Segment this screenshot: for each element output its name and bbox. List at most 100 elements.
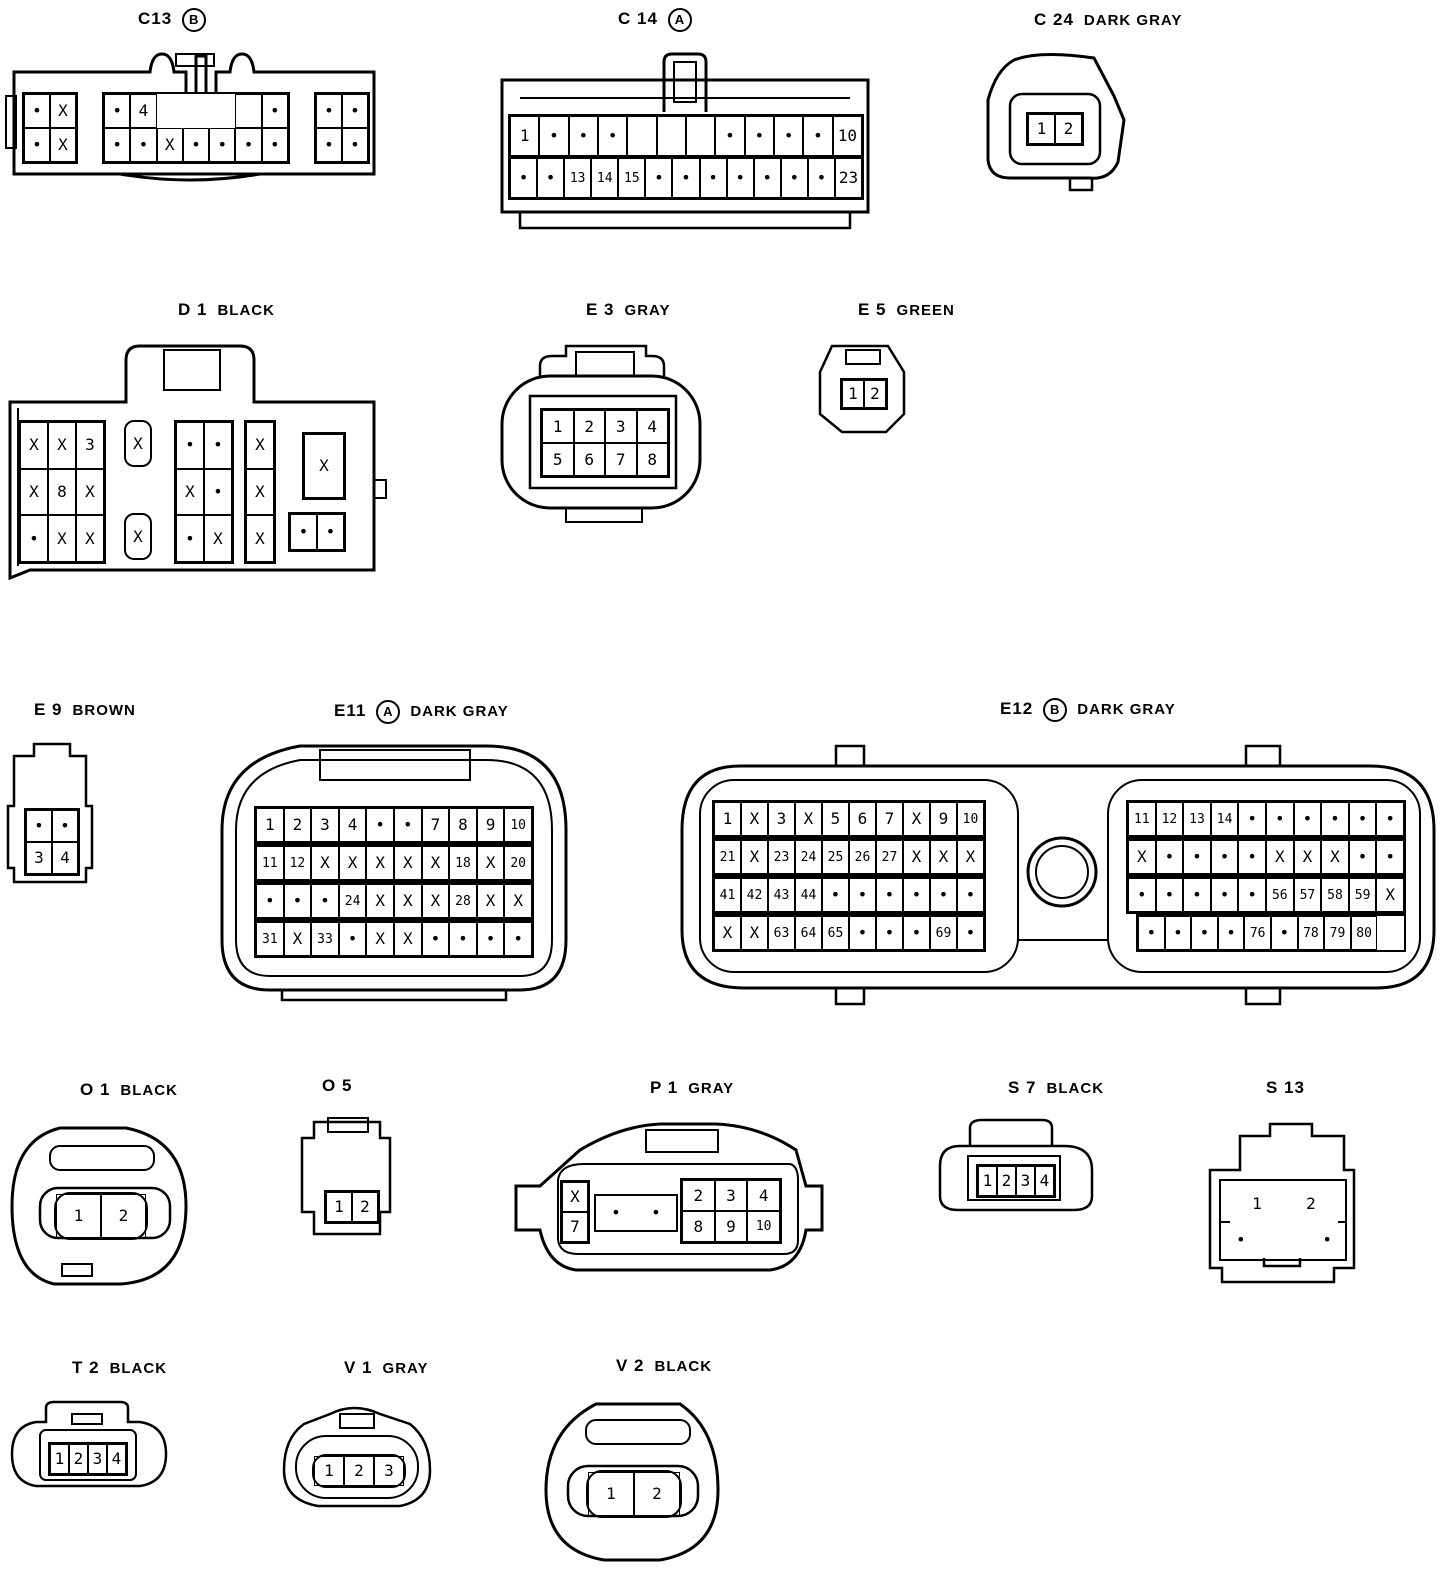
- pin: 12: [1155, 802, 1184, 836]
- pin: X: [476, 846, 505, 880]
- pin: 8: [636, 443, 668, 476]
- pin: 64: [795, 916, 822, 950]
- pin: 78: [1297, 916, 1325, 950]
- c14-row2: • • 13 14 15 • • • • • • • 23: [508, 156, 864, 200]
- pin: X: [366, 922, 394, 956]
- pin: X: [246, 515, 274, 562]
- pin: X: [176, 468, 204, 516]
- pin: X: [741, 916, 768, 950]
- connector-badge: A: [667, 8, 692, 32]
- pin: X: [124, 420, 152, 467]
- pin: 2: [344, 1456, 374, 1486]
- pin: 2: [352, 1192, 378, 1222]
- pin: •: [182, 128, 210, 162]
- pin: •: [421, 922, 450, 956]
- pin: X: [48, 422, 76, 469]
- pin: 1: [1252, 1194, 1262, 1213]
- pin: 7: [876, 802, 903, 836]
- pin: •: [1128, 878, 1156, 912]
- pin: 13: [1183, 802, 1211, 836]
- c13-title: C13 B: [138, 8, 216, 32]
- pin: •: [1293, 802, 1322, 836]
- pin: [209, 94, 236, 128]
- pin: 11: [1128, 802, 1156, 836]
- pin: •: [1155, 840, 1184, 874]
- pin: 24: [795, 840, 822, 874]
- pin: 1: [714, 802, 741, 836]
- pin: •: [204, 468, 232, 516]
- pin: 14: [591, 158, 619, 198]
- pin: 2: [864, 380, 886, 408]
- pin: X: [562, 1182, 588, 1212]
- pin: X: [338, 846, 367, 880]
- pin: •: [1138, 916, 1165, 950]
- pin: 7: [421, 808, 450, 842]
- pin: 3: [374, 1456, 404, 1486]
- pin: 6: [849, 802, 876, 836]
- c13-right-block: • • • •: [314, 92, 370, 164]
- s13-pins: 1 2 • •: [1230, 1186, 1338, 1258]
- connector-code: E 5: [858, 300, 887, 319]
- pin: 3: [1016, 1166, 1035, 1196]
- pin: •: [1322, 1230, 1332, 1249]
- connector-color: GRAY: [688, 1080, 735, 1097]
- pin: •: [1217, 916, 1245, 950]
- pin: 1: [326, 1192, 352, 1222]
- v2-pins: 1 2: [586, 1470, 682, 1518]
- pin: •: [903, 878, 930, 912]
- connector-color: DARK GRAY: [1083, 12, 1183, 29]
- pin: 18: [449, 846, 477, 880]
- pin: X: [476, 884, 505, 918]
- pin: 4: [636, 410, 668, 443]
- pin: 76: [1244, 916, 1271, 950]
- pin: 1: [510, 116, 540, 156]
- p1-block-a: X 7: [560, 1180, 590, 1244]
- connector-code: V 2: [616, 1356, 645, 1375]
- v1-pins: 1 2 3: [312, 1454, 406, 1488]
- pin: 31: [256, 922, 284, 956]
- pin: 1: [978, 1166, 997, 1196]
- pin: 1: [50, 1444, 69, 1474]
- pin: •: [316, 128, 342, 162]
- pin: X: [714, 916, 741, 950]
- pin: •: [204, 422, 232, 469]
- pin: 3: [768, 802, 795, 836]
- connector-code: C13: [138, 9, 173, 29]
- pin: •: [24, 94, 50, 128]
- pin: •: [261, 128, 288, 162]
- pin: 4: [338, 808, 367, 842]
- connector-c24-housing: [986, 52, 1126, 192]
- connector-badge: B: [182, 8, 207, 32]
- connector-code: E11: [334, 701, 367, 721]
- pin: 3: [714, 1180, 748, 1211]
- pin: 9: [476, 808, 505, 842]
- connector-code: T 2: [72, 1358, 100, 1377]
- pin: 2: [634, 1472, 680, 1516]
- pin: [656, 116, 686, 156]
- pin: X: [930, 840, 957, 874]
- pin: •: [849, 878, 876, 912]
- pin: •: [1238, 840, 1266, 874]
- pin: •: [338, 922, 367, 956]
- pin: 1: [588, 1472, 634, 1516]
- connector-color: BLACK: [109, 1360, 168, 1377]
- pin: 26: [849, 840, 876, 874]
- c14-title: C 14 A: [618, 8, 702, 32]
- pin: •: [1376, 802, 1404, 836]
- pin: 42: [741, 878, 768, 912]
- pin: •: [774, 116, 804, 156]
- connector-code: C 14: [618, 9, 658, 29]
- connector-code: E12: [1000, 699, 1034, 719]
- c24-pins: 1 2: [1026, 112, 1084, 146]
- pin: •: [261, 94, 288, 128]
- pin: •: [1155, 878, 1184, 912]
- pin: •: [24, 128, 50, 162]
- pin: 56: [1266, 878, 1294, 912]
- d1-block-5: X: [302, 432, 346, 500]
- pin: X: [246, 422, 274, 469]
